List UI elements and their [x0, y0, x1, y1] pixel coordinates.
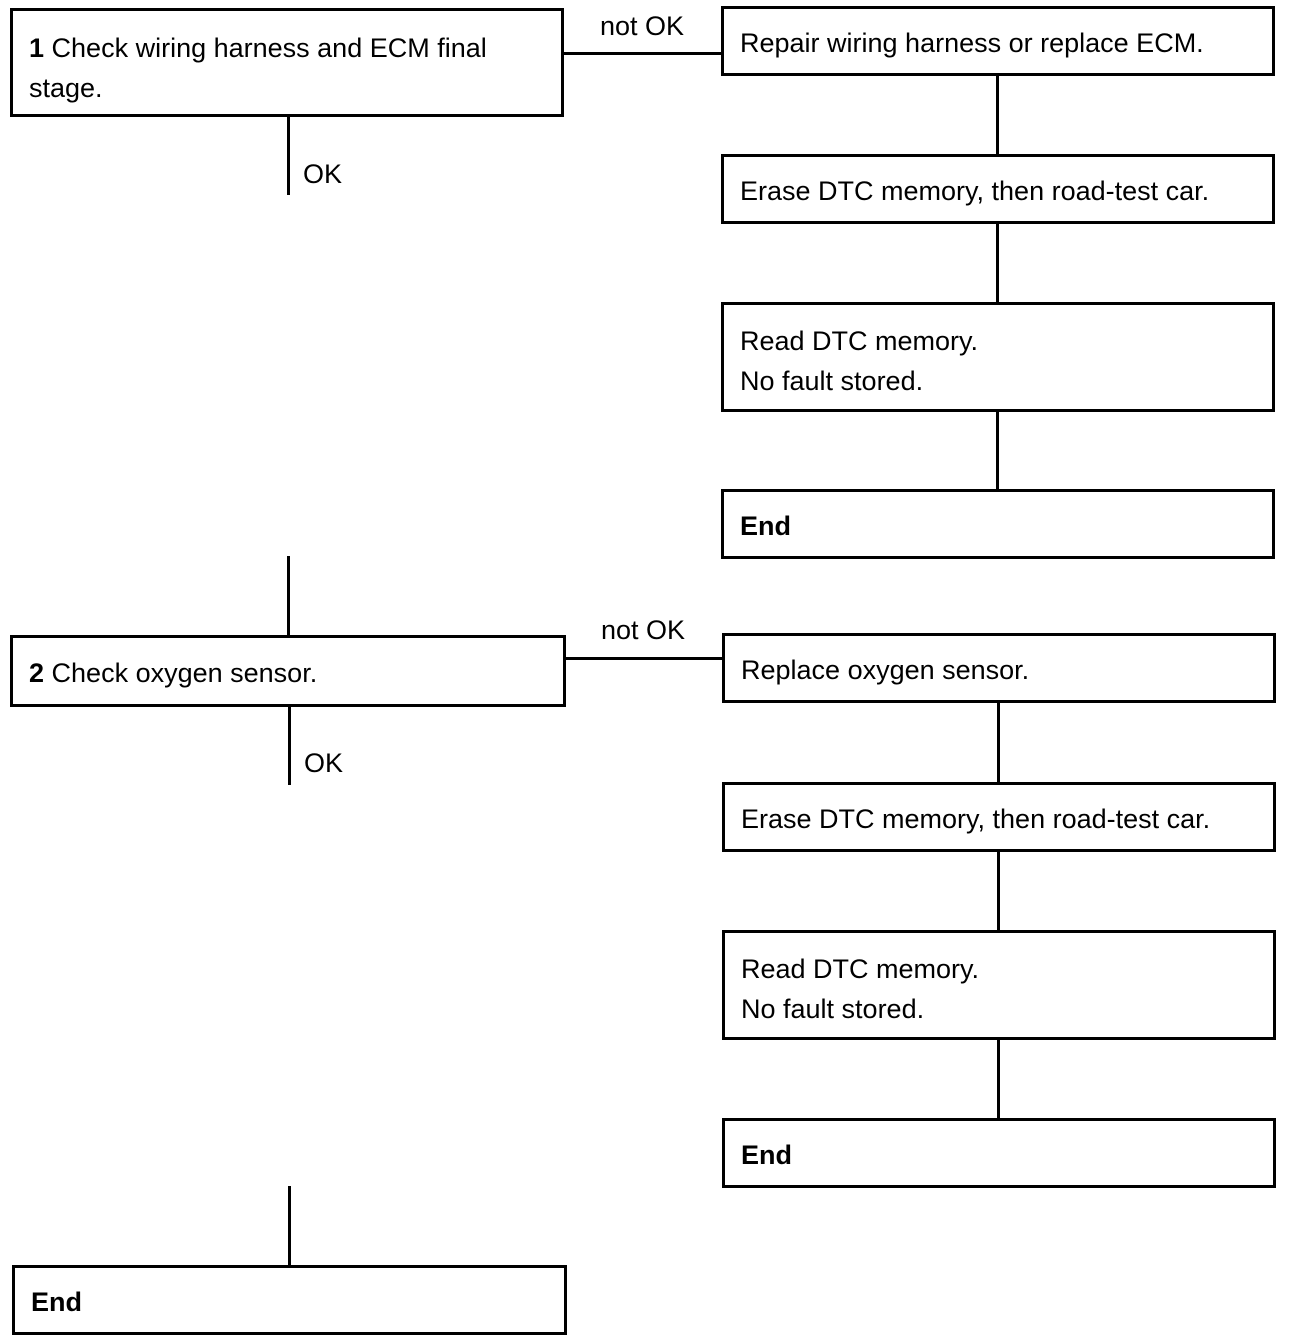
- branch1-repair-text: Repair wiring harness or replace ECM.: [740, 28, 1204, 58]
- branch1-end-box: End: [721, 489, 1275, 559]
- label-not-ok-1: not OK: [600, 11, 685, 41]
- final-end-box: End: [12, 1265, 567, 1335]
- connector-step2-notok: [566, 657, 722, 660]
- connector-b1-3: [996, 412, 999, 489]
- branch1-end-text: End: [740, 511, 791, 541]
- branch1-erase-box: Erase DTC memory, then road-test car.: [721, 154, 1275, 224]
- label-ok-1: OK: [303, 159, 343, 189]
- branch2-end-box: End: [722, 1118, 1276, 1188]
- branch1-read-box: Read DTC memory. No fault stored.: [721, 302, 1275, 412]
- connector-b1-1: [996, 76, 999, 154]
- connector-step1-ok: [287, 117, 290, 195]
- step-2-label: Check oxygen sensor.: [51, 658, 318, 688]
- branch2-read-box: Read DTC memory. No fault stored.: [722, 930, 1276, 1040]
- step-1-text: 1 Check wiring harness and ECM final: [29, 28, 545, 68]
- final-end-text: End: [31, 1287, 82, 1317]
- branch2-repair-box: Replace oxygen sensor.: [722, 633, 1276, 703]
- connector-step2-ok: [288, 707, 291, 785]
- connector-b2-1: [997, 703, 1000, 782]
- step-1-line1: Check wiring harness and ECM final: [51, 33, 487, 63]
- step-1-line2: stage.: [29, 73, 103, 103]
- branch1-erase-text: Erase DTC memory, then road-test car.: [740, 176, 1210, 206]
- label-ok-2: OK: [304, 748, 344, 778]
- connector-b1-2: [996, 224, 999, 302]
- branch1-read-line2: No fault stored.: [740, 366, 924, 396]
- connector-into-step2: [287, 556, 290, 635]
- step-1-box: 1 Check wiring harness and ECM final sta…: [10, 8, 564, 117]
- label-not-ok-2: not OK: [601, 615, 686, 645]
- connector-b2-3: [997, 1040, 1000, 1118]
- branch2-erase-text: Erase DTC memory, then road-test car.: [741, 804, 1211, 834]
- step-2-number: 2: [29, 658, 45, 688]
- branch2-erase-box: Erase DTC memory, then road-test car.: [722, 782, 1276, 852]
- branch2-read-line2: No fault stored.: [741, 994, 925, 1024]
- connector-step1-notok: [564, 52, 722, 55]
- step-2-box: 2 Check oxygen sensor.: [10, 635, 566, 707]
- connector-b2-2: [997, 852, 1000, 930]
- branch1-read-line1: Read DTC memory.: [740, 326, 979, 356]
- branch1-repair-box: Repair wiring harness or replace ECM.: [721, 6, 1275, 76]
- branch2-read-line1: Read DTC memory.: [741, 954, 980, 984]
- step-1-number: 1: [29, 33, 45, 63]
- branch2-end-text: End: [741, 1140, 792, 1170]
- connector-into-final-end: [288, 1186, 291, 1265]
- branch2-repair-text: Replace oxygen sensor.: [741, 655, 1030, 685]
- step-2-text: 2 Check oxygen sensor.: [29, 653, 547, 693]
